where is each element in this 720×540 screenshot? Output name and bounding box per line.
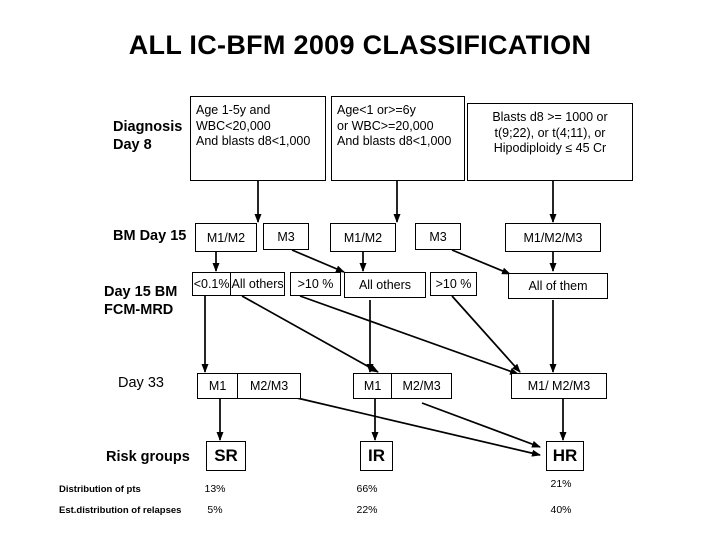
risk-box-ir: IR — [360, 441, 393, 471]
day33-cell-m1-left: M1 — [208, 379, 227, 393]
day33-box-right: M1/ M2/M3 — [511, 373, 607, 399]
mrd-box-split-left: <0.1% All others — [192, 272, 285, 296]
criteria-box-ir: Age<1 or>=6y or WBC>=20,000 And blasts d… — [331, 96, 465, 181]
day33-cell-m2m3-left: M2/M3 — [237, 374, 300, 398]
day33-cell-m2m3-mid: M2/M3 — [391, 374, 451, 398]
day33-cell-m1-mid: M1 — [363, 379, 382, 393]
stat-value-pts-sr: 13% — [204, 483, 226, 495]
stat-value-relapses-hr: 40% — [550, 504, 572, 516]
arrow-day33left-m2m3-to-hr — [296, 397, 541, 457]
bm-day15-box-m1m2-left: M1/M2 — [195, 223, 257, 252]
arrow-day33mid-m2m3-to-hr — [421, 402, 541, 448]
stat-value-pts-ir: 66% — [356, 483, 378, 495]
day33-box-left: M1 M2/M3 — [197, 373, 301, 399]
row-label-bm-day15: BM Day 15 — [113, 228, 187, 244]
risk-box-sr: SR — [206, 441, 246, 471]
mrd-box-gt10-left: >10 % — [290, 272, 341, 296]
stat-label-distribution-of-pts: Distribution of pts — [59, 484, 141, 495]
stat-value-pts-hr: 21% — [550, 478, 572, 490]
criteria-box-sr: Age 1-5y and WBC<20,000 And blasts d8<1,… — [190, 96, 326, 181]
stat-label-distribution-of-relapses: Est.distribution of relapses — [59, 505, 182, 516]
row-label-risk-groups: Risk groups — [106, 449, 190, 465]
mrd-box-gt10-mid: >10 % — [430, 272, 477, 296]
bm-day15-box-m3-left: M3 — [263, 223, 309, 250]
day33-box-mid: M1 M2/M3 — [353, 373, 452, 399]
bm-day15-box-m3-mid: M3 — [415, 223, 461, 250]
stat-value-relapses-ir: 22% — [356, 504, 378, 516]
row-label-mrd: Day 15 BM FCM-MRD — [104, 284, 178, 318]
page-title: ALL IC-BFM 2009 CLASSIFICATION — [128, 30, 592, 60]
arrow-bm15d-to-allofthem — [451, 249, 511, 275]
row-label-day33: Day 33 — [118, 375, 164, 391]
arrow-bm15b-to-mrd-mid — [291, 249, 345, 273]
criteria-box-hr: Blasts d8 >= 1000 or t(9;22), or t(4;11)… — [467, 103, 633, 181]
mrd-box-all-others-mid: All others — [344, 272, 426, 298]
mrd-box-all-of-them: All of them — [508, 273, 608, 299]
risk-box-hr: HR — [546, 441, 584, 471]
mrd-cell-lt-01: <0.1% — [193, 277, 230, 291]
arrow-mrd-gt10-left-to-day33right — [299, 295, 519, 375]
stat-value-relapses-sr: 5% — [207, 504, 223, 516]
row-label-diagnosis: Diagnosis Day 8 — [113, 119, 183, 153]
bm-day15-box-m1m2-mid: M1/M2 — [330, 223, 396, 252]
bm-day15-box-m1m2m3: M1/M2/M3 — [505, 223, 601, 252]
arrow-mrd-gt10-mid-to-day33right — [451, 295, 521, 373]
arrow-mrd-allothers-left-to-day33mid — [241, 295, 379, 373]
mrd-cell-all-others-left: All others — [230, 273, 284, 295]
